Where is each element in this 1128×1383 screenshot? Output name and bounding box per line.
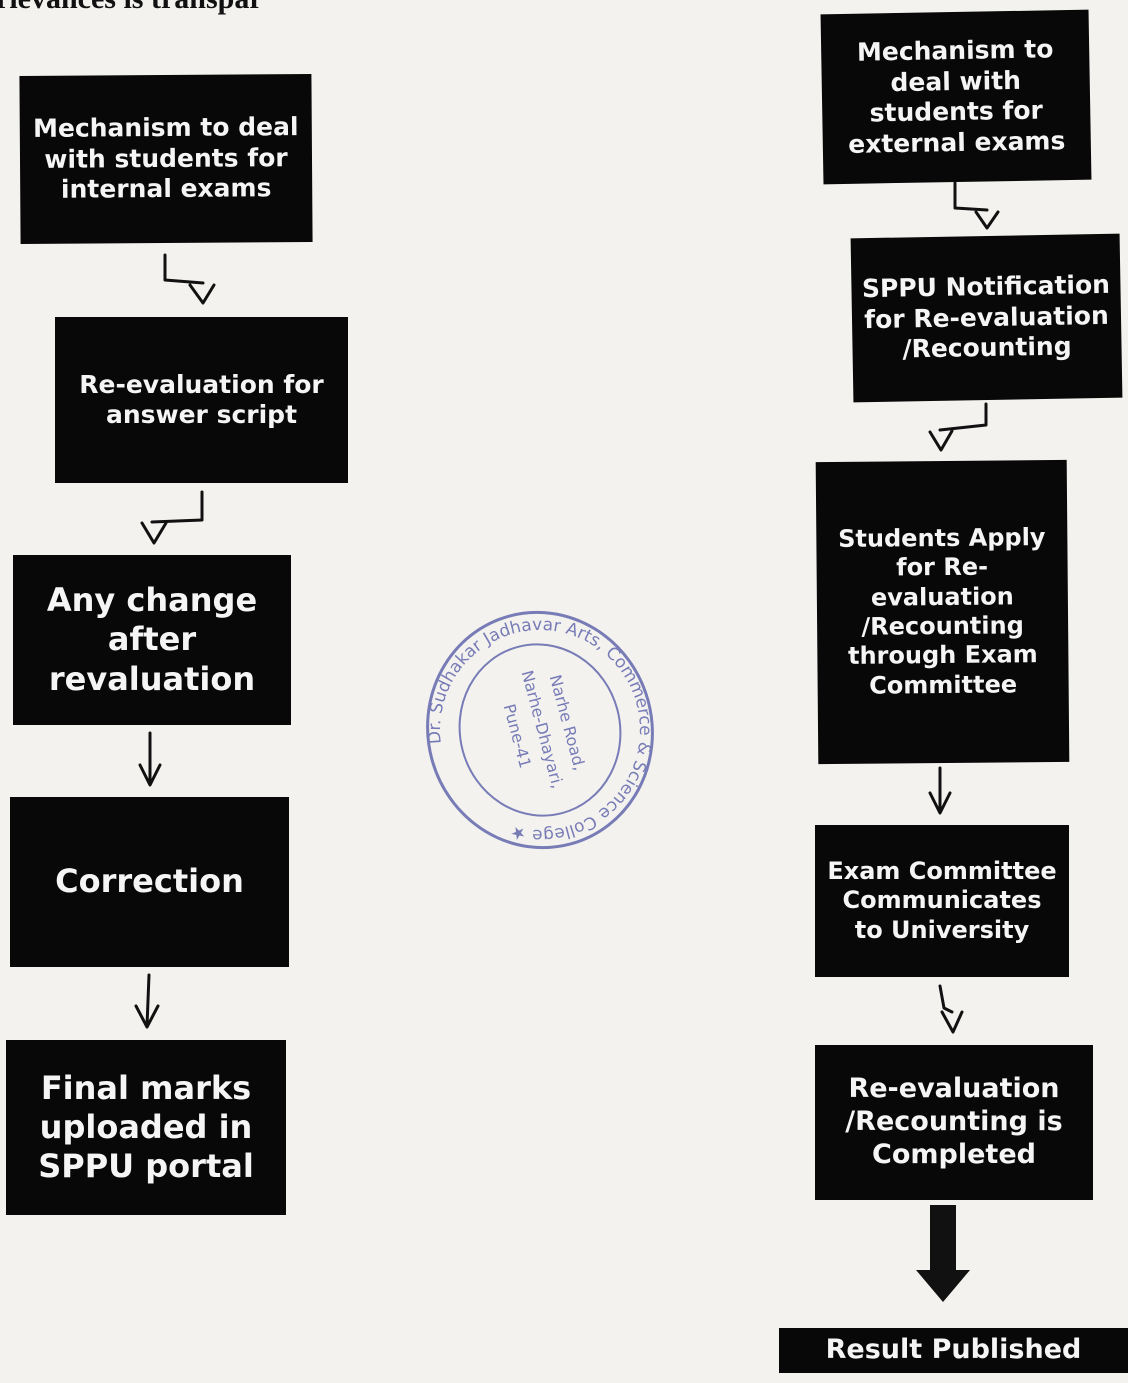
final-marks-box: Final marks uploaded in SPPU portal [6, 1040, 286, 1215]
reevaluation-answer-script-label: Re-evaluation for answer script [79, 369, 324, 430]
correction-box: Correction [10, 797, 289, 967]
arrow-correction-to-final [145, 973, 151, 1028]
college-stamp: Dr. Sudhakar Jadhavar Arts, Commerce & S… [420, 605, 660, 855]
page-header-text: rievances is transpar [0, 0, 263, 16]
result-published-box: Result Published [779, 1328, 1128, 1373]
reevaluation-answer-script-box: Re-evaluation for answer script [55, 317, 348, 483]
final-marks-label: Final marks uploaded in SPPU portal [38, 1068, 254, 1186]
exam-committee-communicates-label: Exam Committee Communicates to Universit… [827, 857, 1057, 944]
arrow-internal-to-reeval [163, 253, 205, 285]
arrow-external-to-notification [953, 181, 989, 212]
reevaluation-completed-box: Re-evaluation /Recounting is Completed [815, 1045, 1093, 1200]
any-change-box: Any change after revaluation [13, 555, 291, 725]
arrow-completed-to-result [916, 1205, 970, 1302]
result-published-label: Result Published [825, 1334, 1082, 1366]
any-change-label: Any change after revaluation [46, 581, 258, 698]
arrow-notification-to-apply [938, 402, 988, 432]
arrow-communicates-to-completed [938, 984, 954, 1014]
reevaluation-completed-label: Re-evaluation /Recounting is Completed [845, 1073, 1063, 1170]
exam-committee-communicates-box: Exam Committee Communicates to Universit… [815, 825, 1069, 977]
arrow-reeval-to-anychange [150, 490, 204, 524]
correction-label: Correction [55, 862, 244, 901]
